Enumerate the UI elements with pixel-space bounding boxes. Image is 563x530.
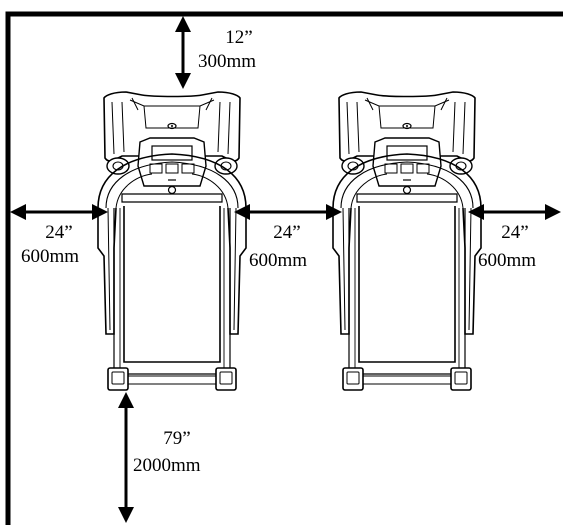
left-clearance-mm: 600mm <box>21 246 80 267</box>
room-wall <box>5 11 563 525</box>
rear-clearance-mm: 2000mm <box>133 455 201 476</box>
right-clearance-mm: 600mm <box>478 250 537 271</box>
rear-clearance-inches: 79” <box>163 428 191 449</box>
top-clearance-inches: 12” <box>225 27 253 48</box>
top-clearance-mm: 300mm <box>198 51 257 72</box>
right-clearance-inches: 24” <box>501 222 529 243</box>
treadmill-right <box>332 91 482 391</box>
rear-clearance-arrow <box>118 392 134 523</box>
top-clearance-arrow <box>175 16 191 89</box>
between-clearance-mm: 600mm <box>249 250 308 271</box>
left-clearance-inches: 24” <box>45 222 73 243</box>
between-clearance-arrow <box>234 204 342 220</box>
treadmill-left <box>97 91 247 391</box>
between-clearance-inches: 24” <box>273 222 301 243</box>
right-clearance-arrow <box>468 204 561 220</box>
left-clearance-arrow <box>10 204 108 220</box>
